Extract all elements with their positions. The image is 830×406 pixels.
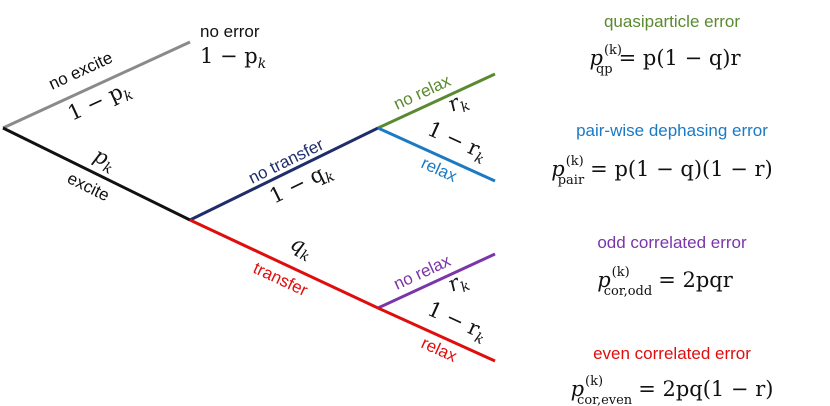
label-transfer: transfer bbox=[250, 258, 311, 300]
outcome-title-odd-correlated: odd correlated error bbox=[597, 233, 747, 252]
label-no-error: no error bbox=[200, 22, 260, 41]
branch-no-excite bbox=[2, 40, 191, 130]
outcome-title-even-correlated: even correlated error bbox=[593, 344, 751, 363]
formula-pair-dephasing: p(k)pair= p(1 − q)(1 − r) bbox=[551, 154, 773, 188]
label-relax-top: relax bbox=[418, 153, 460, 186]
label-relax-bottom: relax bbox=[418, 333, 460, 366]
branch-excite bbox=[2, 126, 191, 222]
prob-no-error: 1 − pk bbox=[200, 44, 266, 72]
outcome-title-pair-dephasing: pair-wise dephasing error bbox=[576, 121, 768, 140]
branch-no-relax-bottom bbox=[377, 252, 496, 310]
branch-relax-bottom bbox=[377, 306, 496, 363]
branch-no-transfer bbox=[189, 126, 379, 222]
branch-transfer bbox=[189, 218, 379, 310]
branch-relax-top bbox=[377, 126, 496, 183]
formula-even-correlated: p(k)cor,even= 2pq(1 − r) bbox=[571, 374, 774, 406]
outcome-title-quasiparticle: quasiparticle error bbox=[604, 12, 740, 31]
formula-odd-correlated: p(k)cor,odd= 2pqr bbox=[597, 265, 734, 299]
branch-no-relax-top bbox=[377, 72, 496, 130]
prob-transfer: qk bbox=[285, 231, 317, 266]
formula-quasiparticle: p(k)qp= p(1 − q)r bbox=[589, 43, 741, 77]
